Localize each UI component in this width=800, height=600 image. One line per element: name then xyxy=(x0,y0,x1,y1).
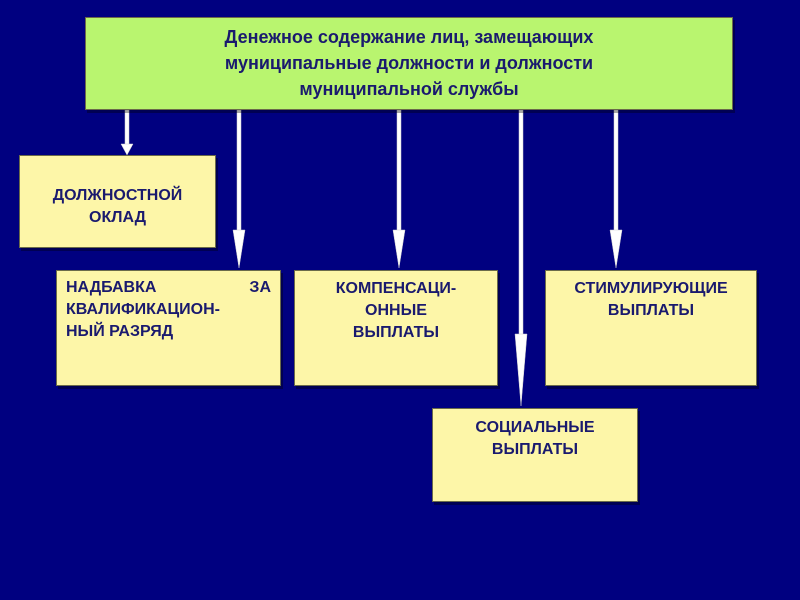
arrow-to-oklad xyxy=(120,109,134,156)
nadbavka-line-2: КВАЛИФИКАЦИОН- xyxy=(66,301,220,318)
kompens-line-1: КОМПЕНСАЦИ- xyxy=(335,280,457,297)
oklad-line-2: ОКЛАД xyxy=(89,209,146,226)
header-box: Денежное содержание лиц, замещающих муни… xyxy=(85,17,733,110)
arrow-to-socialnye xyxy=(514,109,528,407)
arrow-to-nadbavka xyxy=(232,109,246,269)
arrow-to-stimuliruyushchie xyxy=(609,109,623,269)
box-dolzhnostnoy-oklad: ДОЛЖНОСТНОЙ ОКЛАД xyxy=(19,155,216,248)
arrow-to-kompensacii xyxy=(392,109,406,269)
social-line-2: ВЫПЛАТЫ xyxy=(491,441,579,458)
header-line-3: муниципальной службы xyxy=(299,79,519,99)
box-kompensacionnye-vyplaty: КОМПЕНСАЦИ- ОННЫЕ ВЫПЛАТЫ xyxy=(294,270,498,386)
nadbavka-line-3: НЫЙ РАЗРЯД xyxy=(66,323,174,340)
header-line-2: муниципальные должности и должности xyxy=(224,53,594,73)
social-line-1: СОЦИАЛЬНЫЕ xyxy=(475,419,595,436)
kompens-line-2: ОННЫЕ xyxy=(365,302,427,319)
stimul-line-2: ВЫПЛАТЫ xyxy=(607,302,695,319)
box-socialnye-vyplaty: СОЦИАЛЬНЫЕ ВЫПЛАТЫ xyxy=(432,408,638,502)
oklad-line-1: ДОЛЖНОСТНОЙ xyxy=(52,187,183,204)
nadbavka-line-1: НАДБАВКА ЗА xyxy=(66,279,271,296)
kompens-line-3: ВЫПЛАТЫ xyxy=(352,324,440,341)
header-line-1: Денежное содержание лиц, замещающих xyxy=(224,27,594,47)
box-nadbavka: НАДБАВКА ЗА КВАЛИФИКАЦИОН- НЫЙ РАЗРЯД xyxy=(56,270,281,386)
box-stimuliruyushchie-vyplaty: СТИМУЛИРУЮЩИЕ ВЫПЛАТЫ xyxy=(545,270,757,386)
stimul-line-1: СТИМУЛИРУЮЩИЕ xyxy=(574,280,728,297)
